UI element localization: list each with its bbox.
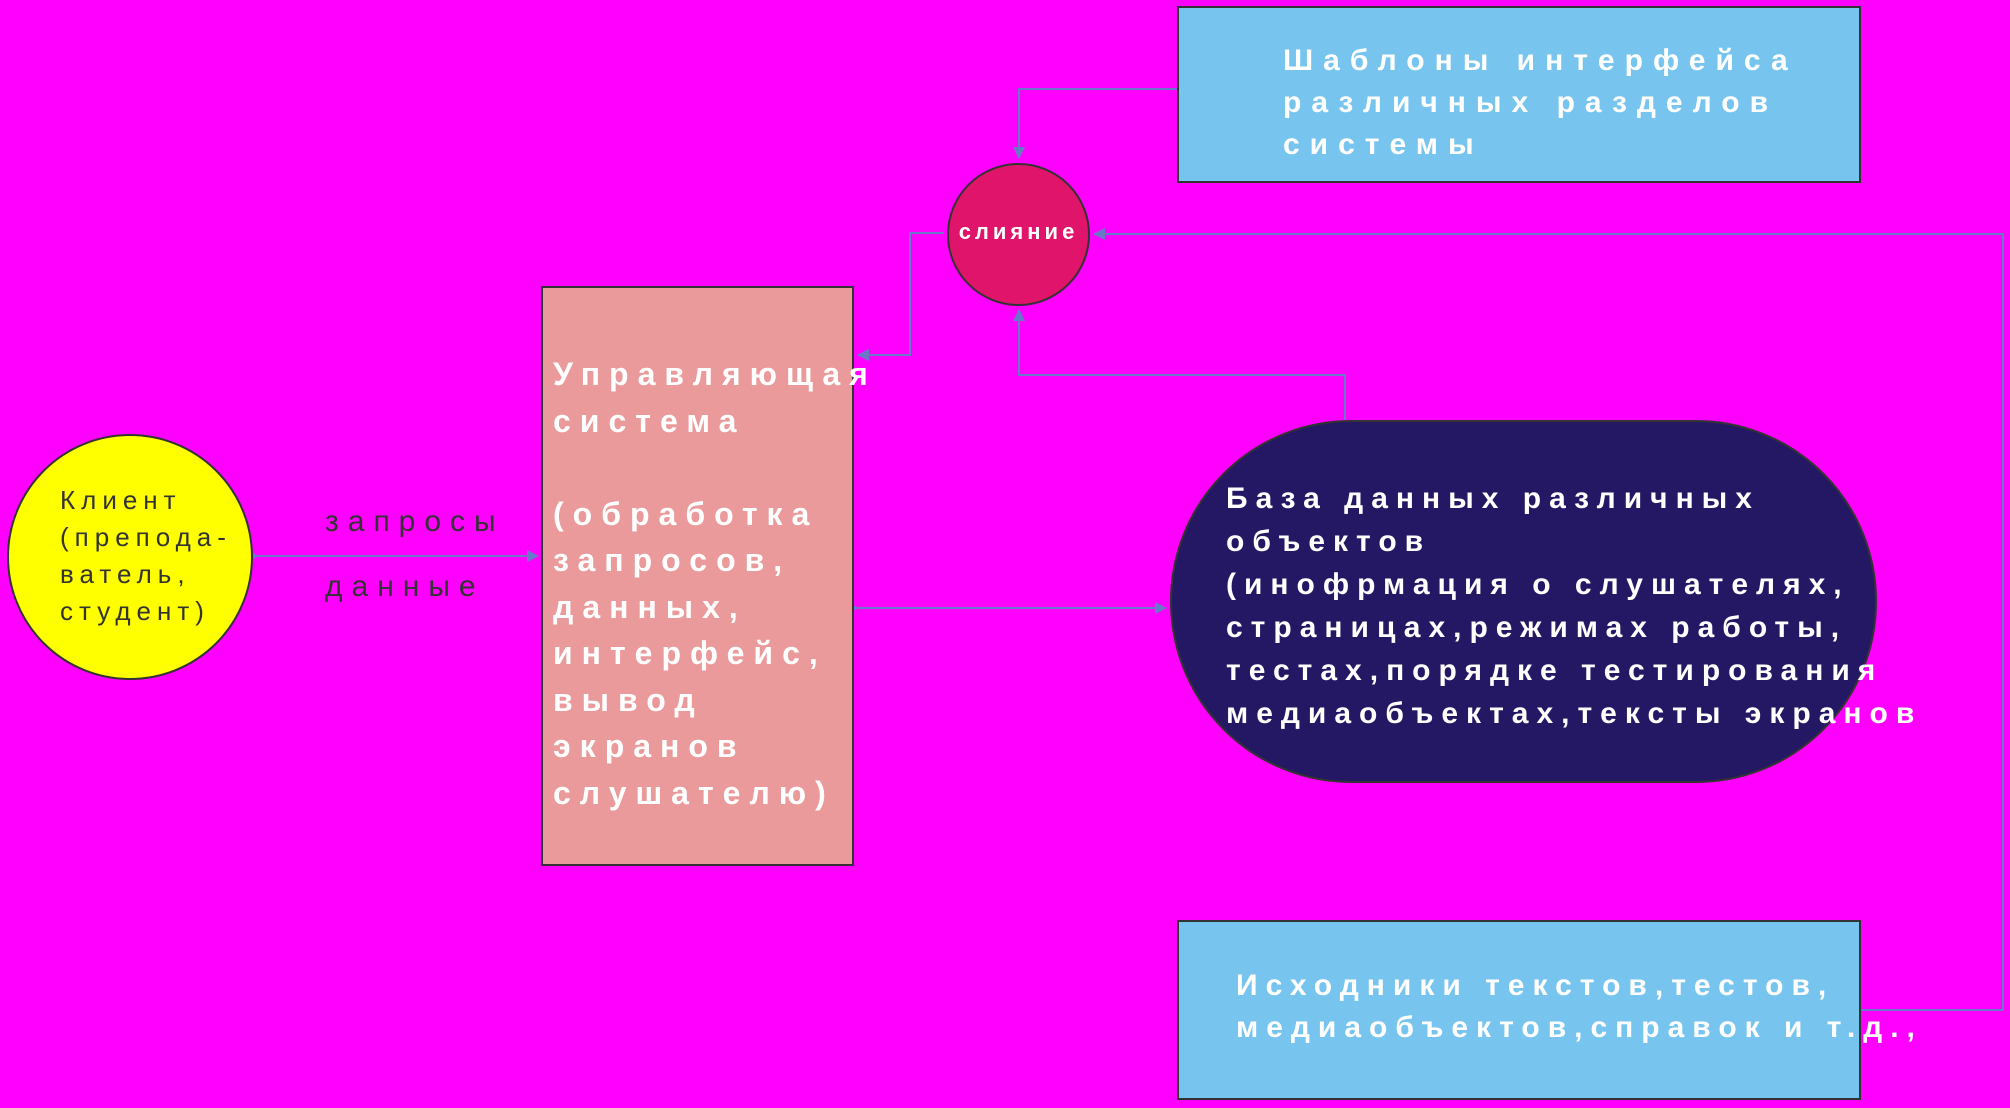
templates-node: [1177, 6, 1861, 183]
edge-label-data: данные: [325, 570, 485, 603]
sources-node: [1177, 920, 1861, 1100]
edge-database-merge: [1013, 309, 1346, 420]
merge-node: [947, 163, 1090, 306]
control-system-label: Управляющая система (обработка запросов,…: [553, 356, 877, 811]
sources-label: Исходники текстов,тестов, медиаобъектов,…: [1236, 969, 1923, 1044]
database-label: База данных различных объектов (инофрмац…: [1226, 482, 1923, 730]
merge-label: слияние: [958, 219, 1079, 244]
client-node: [7, 434, 253, 680]
edge-templates-merge: [1013, 88, 1177, 159]
edge-sources-merge: [1093, 228, 2004, 1011]
control-system-node: [541, 286, 854, 866]
database-node: [1170, 420, 1877, 783]
client-label: Клиент (препода- ватель, студент): [60, 485, 232, 626]
templates-label: Шаблоны интерфейса различных разделов си…: [1283, 44, 1798, 161]
edge-merge-control: [857, 232, 944, 361]
edge-label-requests: запросы: [325, 505, 505, 538]
